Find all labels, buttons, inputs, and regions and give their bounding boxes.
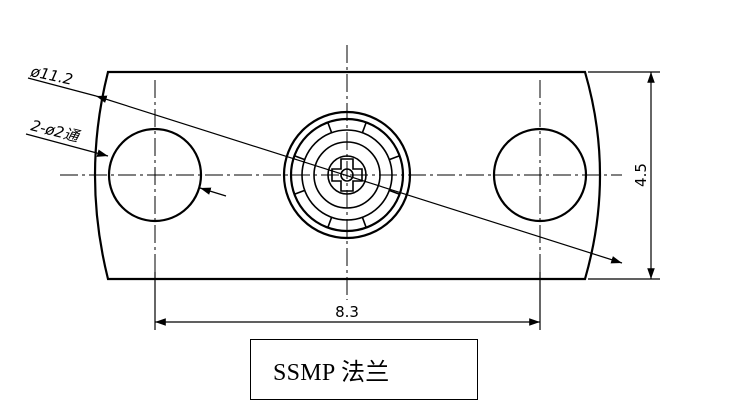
hole-callout-leader [25, 133, 109, 157]
flange-diameter-dimension-line [95, 95, 623, 264]
connector-slot-4 [294, 189, 305, 195]
height-label: 4.5 [632, 163, 650, 187]
connector-slot-6 [327, 122, 333, 133]
spacing-label: 8.3 [335, 303, 359, 321]
flange-diameter-leader [27, 77, 97, 97]
caption-box: SSMP 法兰 [250, 339, 478, 400]
hole-callout-extension [199, 187, 227, 197]
connector-slot-3 [327, 217, 333, 228]
caption-title: SSMP 法兰 [273, 360, 390, 386]
connector-slot-8 [389, 155, 400, 161]
connector-slot-7 [361, 122, 367, 133]
connector-slot-2 [361, 217, 367, 228]
